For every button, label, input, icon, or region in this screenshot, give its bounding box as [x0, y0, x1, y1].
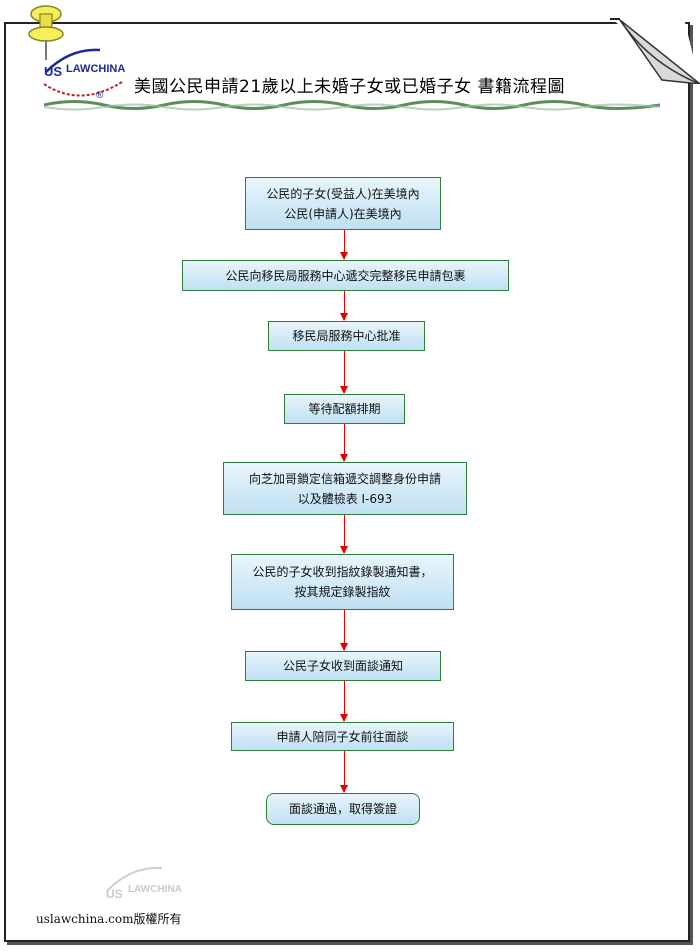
- page-curl-corner: [610, 18, 700, 84]
- flow-step-4-line-1: 等待配額排期: [308, 402, 381, 416]
- flow-arrow: [340, 515, 348, 554]
- flow-step-5-line-2: 以及體檢表 I-693: [297, 491, 393, 506]
- pushpin-icon: [28, 5, 64, 60]
- flow-step-9-end: 面談通過，取得簽證: [266, 793, 420, 825]
- flow-step-6: 公民的子女收到指紋錄製通知書， 按其規定錄製指紋: [231, 554, 454, 610]
- flow-step-1-line-1: 公民的子女(受益人)在美境內: [266, 186, 420, 201]
- copyright-notice: uslawchina.com版權所有: [36, 912, 182, 926]
- flow-step-5-line-1: 向芝加哥鎖定信箱遞交調整身份申請: [248, 471, 441, 486]
- page-title: 美國公民申請21歲以上未婚子女或已婚子女 書籍流程圖: [134, 77, 566, 97]
- flow-arrow: [340, 291, 348, 321]
- flow-step-1-line-2: 公民(申請人)在美境內: [284, 206, 402, 221]
- flow-step-3: 移民局服務中心批准: [268, 321, 425, 351]
- flow-step-7-line-1: 公民子女收到面談通知: [282, 659, 403, 673]
- flow-step-2: 公民向移民局服務中心遞交完整移民申請包裹: [182, 260, 509, 291]
- flow-step-9-line-1: 面談通過，取得簽證: [288, 802, 397, 816]
- flow-step-7: 公民子女收到面談通知: [245, 651, 441, 681]
- flow-arrow: [340, 751, 348, 793]
- flow-step-4: 等待配額排期: [284, 394, 405, 424]
- flow-step-6-line-1: 公民的子女收到指紋錄製通知書，: [252, 565, 433, 579]
- flow-step-8: 申請人陪同子女前往面談: [231, 722, 454, 751]
- flow-arrow: [340, 424, 348, 462]
- flow-step-5: 向芝加哥鎖定信箱遞交調整身份申請 以及體檢表 I-693: [223, 462, 467, 515]
- flow-arrow: [340, 681, 348, 722]
- logo-text-us: US: [44, 64, 62, 79]
- decorative-divider: [44, 100, 660, 111]
- watermark-text-main: LAWCHINA: [128, 884, 182, 895]
- uslawchina-watermark-logo: US LAWCHINA: [106, 866, 182, 901]
- watermark-text-us: US: [106, 887, 123, 901]
- flow-step-3-line-1: 移民局服務中心批准: [292, 329, 401, 343]
- flow-arrow: [340, 230, 348, 260]
- flow-step-8-line-1: 申請人陪同子女前往面談: [276, 729, 409, 744]
- logo-text-main: LAWCHINA: [66, 63, 125, 75]
- flow-step-2-line-1: 公民向移民局服務中心遞交完整移民申請包裹: [225, 268, 466, 283]
- flow-arrow: [340, 610, 348, 651]
- flow-step-6-line-2: 按其規定錄製指紋: [294, 585, 391, 599]
- flow-arrow: [340, 351, 348, 394]
- uslawchina-logo: US LAWCHINA ®: [43, 48, 125, 101]
- logo-registered: ®: [96, 90, 104, 101]
- flow-step-1: 公民的子女(受益人)在美境內 公民(申請人)在美境內: [245, 177, 441, 230]
